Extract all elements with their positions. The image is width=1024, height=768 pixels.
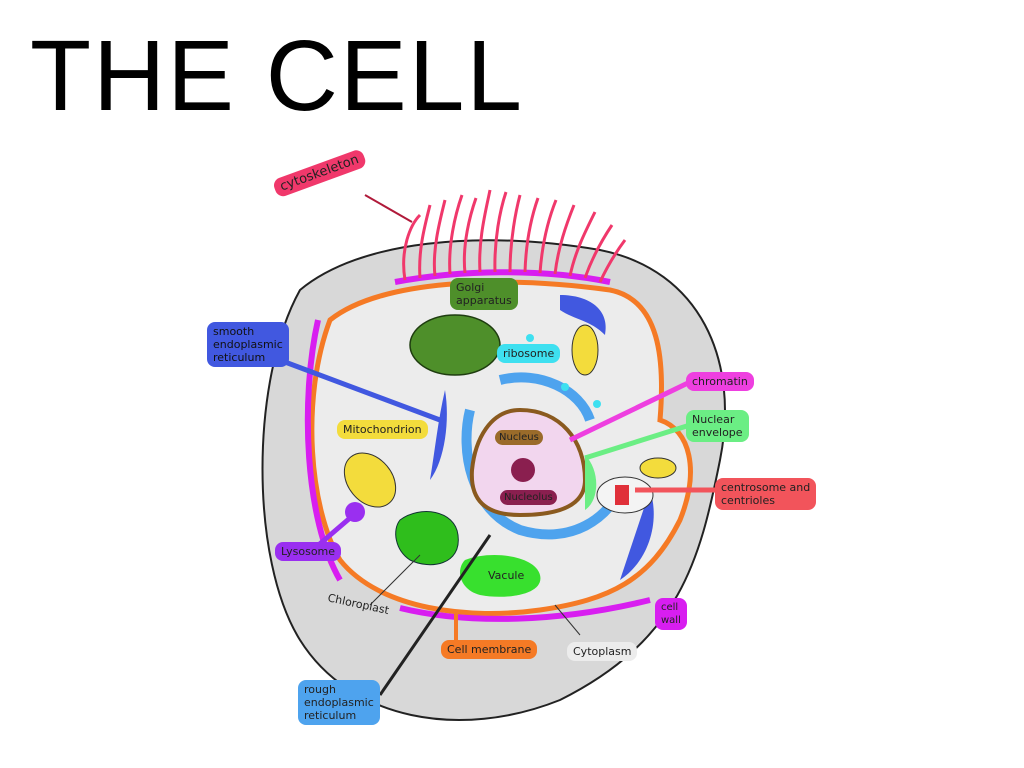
label-lysosome: Lysosome xyxy=(275,542,342,561)
cytoskeleton-pointer xyxy=(364,194,413,223)
label-mitochondrion: Mitochondrion xyxy=(337,420,428,439)
vacuole-body xyxy=(460,555,541,597)
label-chromatin: chromatin xyxy=(686,372,754,391)
label-vacuole: Vacule xyxy=(488,569,525,582)
mitochondrion-body xyxy=(343,452,397,508)
label-nucleus: Nucleus xyxy=(495,430,543,445)
lysosome-body xyxy=(345,502,365,522)
cell-wall-stroke-bottom xyxy=(399,597,651,622)
label-cell-wall: cell wall xyxy=(655,598,687,630)
smooth-er-pointer xyxy=(284,359,441,423)
chromatin-pointer xyxy=(568,379,692,443)
label-ribosome: ribosome xyxy=(497,344,561,363)
nucleolus-body xyxy=(511,458,535,482)
chloroplast-body xyxy=(395,511,459,566)
rough-er-pointer xyxy=(378,534,492,696)
chloroplast-pointer xyxy=(369,554,421,606)
page-title: THE CELL xyxy=(30,20,524,132)
golgi-body xyxy=(409,314,501,376)
ribosome-dot xyxy=(561,383,569,391)
cytoplasm-pointer xyxy=(554,604,581,636)
label-cell-membrane: Cell membrane xyxy=(441,640,538,659)
label-golgi: Golgi apparatus xyxy=(450,278,518,310)
ribosome-dot xyxy=(593,400,601,408)
rough-er-body xyxy=(461,372,630,540)
label-cytoplasm: Cytoplasm xyxy=(567,642,638,661)
ribosome-dot xyxy=(526,334,534,342)
smooth-er-body xyxy=(430,295,654,580)
mitochondrion-body-3 xyxy=(639,457,677,479)
label-nuclear-envelope: Nuclear envelope xyxy=(686,410,749,442)
centriole-body xyxy=(615,485,629,505)
label-centrosome: centrosome and centrioles xyxy=(715,478,817,510)
nuclear-envelope-body xyxy=(585,455,597,510)
mitochondrion-body-2 xyxy=(571,324,599,376)
label-nucleolus: Nucleolus xyxy=(500,490,557,505)
label-rough-er: rough endoplasmic reticulum xyxy=(298,680,380,725)
nuclear-envelope-pointer xyxy=(584,422,691,461)
label-smooth-er: smooth endoplasmic reticulum xyxy=(207,322,289,367)
cytoskeleton-filaments xyxy=(402,189,627,283)
